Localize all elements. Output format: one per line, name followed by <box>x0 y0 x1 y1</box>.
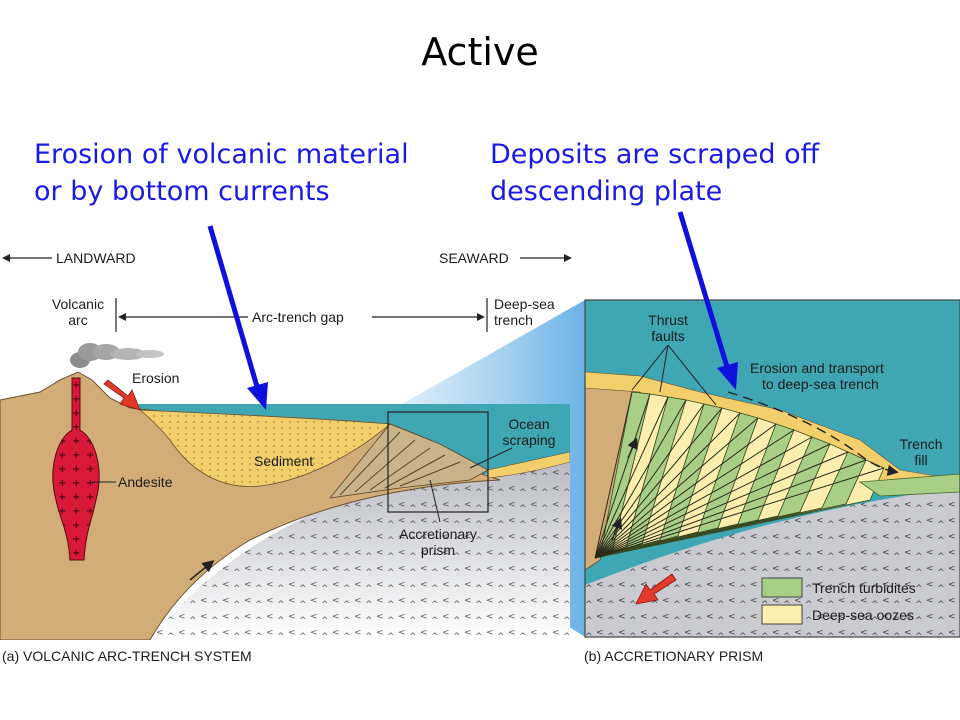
label-ocean-scraping: Ocean scraping <box>496 416 562 448</box>
caption-panel-a: (a) VOLCANIC ARC-TRENCH SYSTEM <box>2 648 252 664</box>
label-deep-sea-trench-line-2: trench <box>494 312 533 328</box>
label-sediment: Sediment <box>254 453 314 469</box>
thrust-fault-line <box>594 403 705 559</box>
thrust-fault-line <box>594 451 849 559</box>
label-thrust-faults: Thrust faults <box>636 312 700 344</box>
annotation-left-line-2: or by bottom currents <box>34 176 330 207</box>
thrust-fault-line <box>594 436 813 559</box>
thrust-fault-line <box>594 391 633 559</box>
label-ocean-scraping-line-1: Ocean <box>508 416 550 432</box>
label-erosion-transport-line-1: Erosion and transport <box>750 360 884 376</box>
legend-swatch-trench-turbidites <box>761 577 803 598</box>
label-trench-fill-line-1: Trench <box>899 436 943 452</box>
label-deep-sea-trench-line-1: Deep-sea <box>494 296 555 312</box>
label-andesite: Andesite <box>118 474 173 490</box>
label-deep-sea-trench: Deep-sea trench <box>494 296 555 328</box>
erosion-arrow <box>103 379 141 411</box>
label-seaward: SEAWARD <box>439 250 509 266</box>
thrust-fault-line <box>594 399 687 559</box>
label-accretionary-prism-line-1: Accretionary <box>399 526 477 542</box>
label-volcanic-arc: Volcanic arc <box>46 296 110 328</box>
caption-panel-b: (b) ACCRETIONARY PRISM <box>584 648 764 664</box>
label-erosion: Erosion <box>132 370 180 386</box>
legend-label-trench-turbidites: Trench turbidites <box>812 580 916 596</box>
panel-a-cross-section <box>0 343 570 640</box>
slide-title: Active <box>421 30 539 74</box>
thrust-fault-line <box>594 412 741 559</box>
direction-bar <box>2 254 572 262</box>
thrust-fault-line <box>594 393 651 559</box>
thrust-fault-line <box>594 407 723 559</box>
thrust-fault-line <box>594 459 867 559</box>
zoom-box <box>387 411 489 513</box>
transport-arrow <box>727 391 899 477</box>
thrust-fault-line <box>594 467 885 559</box>
legend-swatch-deep-sea-oozes <box>761 604 803 625</box>
label-accretionary-prism: Accretionary prism <box>390 526 486 558</box>
label-trench-fill-line-2: fill <box>914 452 928 468</box>
thrust-fault-line <box>594 429 795 559</box>
thrust-fault-line <box>594 417 759 559</box>
label-accretionary-prism-line-2: prism <box>420 542 456 558</box>
annotation-arrows <box>207 211 738 410</box>
annotation-right: Deposits are scraped off descending plat… <box>490 136 819 210</box>
trench-fill-wedge <box>858 473 960 497</box>
annotation-right-line-2: descending plate <box>490 176 723 207</box>
panel-b-frame <box>584 299 960 638</box>
label-erosion-transport-line-2: to deep-sea trench <box>762 376 879 392</box>
label-ocean-scraping-line-2: scraping <box>502 432 556 448</box>
label-thrust-faults-line-2: faults <box>651 328 685 344</box>
label-volcanic-arc-line-2: arc <box>68 312 88 328</box>
thrust-fault-line <box>594 443 831 559</box>
label-arc-trench-gap: Arc-trench gap <box>252 309 344 325</box>
annotation-left: Erosion of volcanic material or by botto… <box>34 136 409 210</box>
annotation-right-line-1: Deposits are scraped off <box>490 139 820 170</box>
volcanic-plume <box>70 343 164 368</box>
legend-label-deep-sea-oozes: Deep-sea oozes <box>812 607 914 623</box>
subduction-arrow <box>635 573 677 605</box>
thrust-fault-line <box>594 396 669 559</box>
thrust-fault-line <box>594 423 777 559</box>
label-landward: LANDWARD <box>56 250 136 266</box>
annotation-left-line-1: Erosion of volcanic material <box>34 139 409 170</box>
label-thrust-faults-line-1: Thrust <box>648 312 688 328</box>
label-volcanic-arc-line-1: Volcanic <box>51 296 105 312</box>
label-erosion-transport: Erosion and transport to deep-sea trench <box>750 360 884 392</box>
arc-trench-gap-bracket <box>115 298 488 332</box>
label-trench-fill: Trench fill <box>888 436 954 468</box>
